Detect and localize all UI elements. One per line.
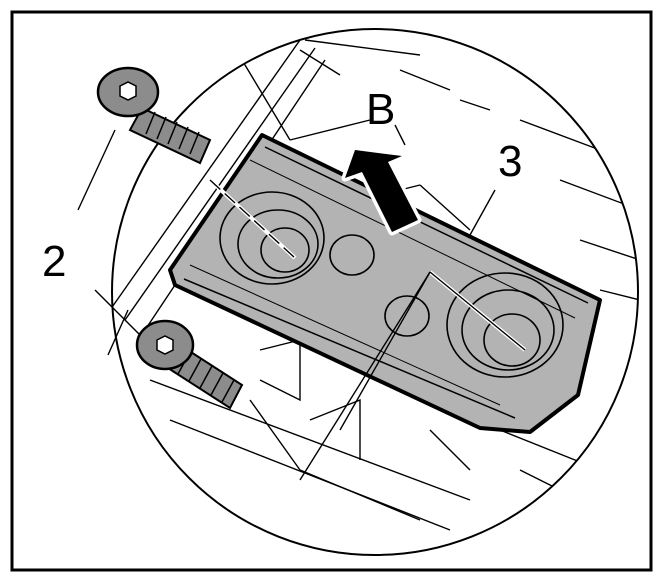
plate-top-bevel — [264, 146, 589, 304]
plate-bottom-bevel — [183, 278, 516, 419]
leader-lines — [77, 124, 496, 481]
callout-direction-label: B — [366, 85, 395, 134]
screw-upper-drive — [119, 81, 137, 101]
screw-icon — [135, 319, 244, 410]
plate-hole-center-upper — [329, 234, 375, 276]
plate-hole-center-lower — [384, 295, 430, 337]
direction-arrow — [341, 146, 422, 236]
background-structure — [112, 39, 638, 531]
outer-frame — [10, 10, 653, 572]
callout-plate-label: 3 — [498, 137, 522, 186]
callout-screw-label: 2 — [42, 237, 66, 286]
screw-lower-drive — [156, 335, 174, 355]
plate-hole-right — [446, 272, 564, 378]
mounting-plate-icon — [168, 133, 602, 434]
plate-hole-left — [219, 191, 325, 285]
screw-icon — [96, 66, 212, 165]
arrow-up-icon — [341, 146, 422, 236]
